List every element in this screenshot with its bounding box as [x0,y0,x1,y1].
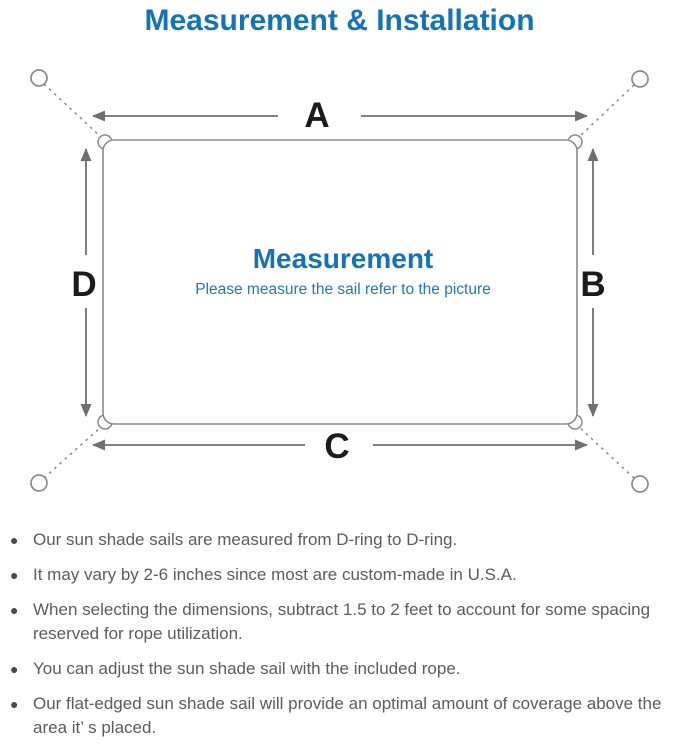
note-text: Our flat-edged sun shade sail will provi… [33,694,662,737]
anchor-circle-icon [30,474,48,492]
note-text: It may vary by 2-6 inches since most are… [33,565,517,584]
rope-bottom-right [578,426,635,479]
anchor-rope-lines [43,83,635,479]
rope-top-right [578,84,635,138]
dim-label-d: D [71,265,96,304]
bullet-icon: ● [10,567,19,583]
list-item: ● It may vary by 2-6 inches since most a… [10,563,662,587]
diagram-center-subtitle: Please measure the sail refer to the pic… [195,281,491,298]
list-item: ● Our sun shade sails are measured from … [10,528,662,552]
bullet-icon: ● [10,661,19,677]
sail-outline [102,139,578,425]
diagram-center-title: Measurement [253,243,434,274]
bullet-icon: ● [10,602,19,618]
note-text: You can adjust the sun shade sail with t… [33,659,461,678]
rope-top-left [43,83,102,138]
dimension-arrows [80,110,599,451]
dim-label-b: B [580,265,605,304]
anchor-circle-icon [30,69,48,87]
bullet-icon: ● [10,696,19,712]
list-item: ● When selecting the dimensions, subtrac… [10,598,662,646]
dim-label-a: A [304,96,329,135]
list-item: ● You can adjust the sun shade sail with… [10,657,662,681]
notes-list: ● Our sun shade sails are measured from … [10,528,662,751]
page-title: Measurement & Installation [144,4,535,37]
anchor-circle-icon [631,475,649,493]
list-item: ● Our flat-edged sun shade sail will pro… [10,692,662,740]
note-text: When selecting the dimensions, subtract … [33,600,651,643]
rope-bottom-left [43,426,102,479]
bullet-icon: ● [10,532,19,548]
dim-label-c: C [324,427,349,466]
anchor-circle-icon [631,70,649,88]
anchor-point-icons [30,69,649,493]
note-text: Our sun shade sails are measured from D-… [33,530,458,549]
